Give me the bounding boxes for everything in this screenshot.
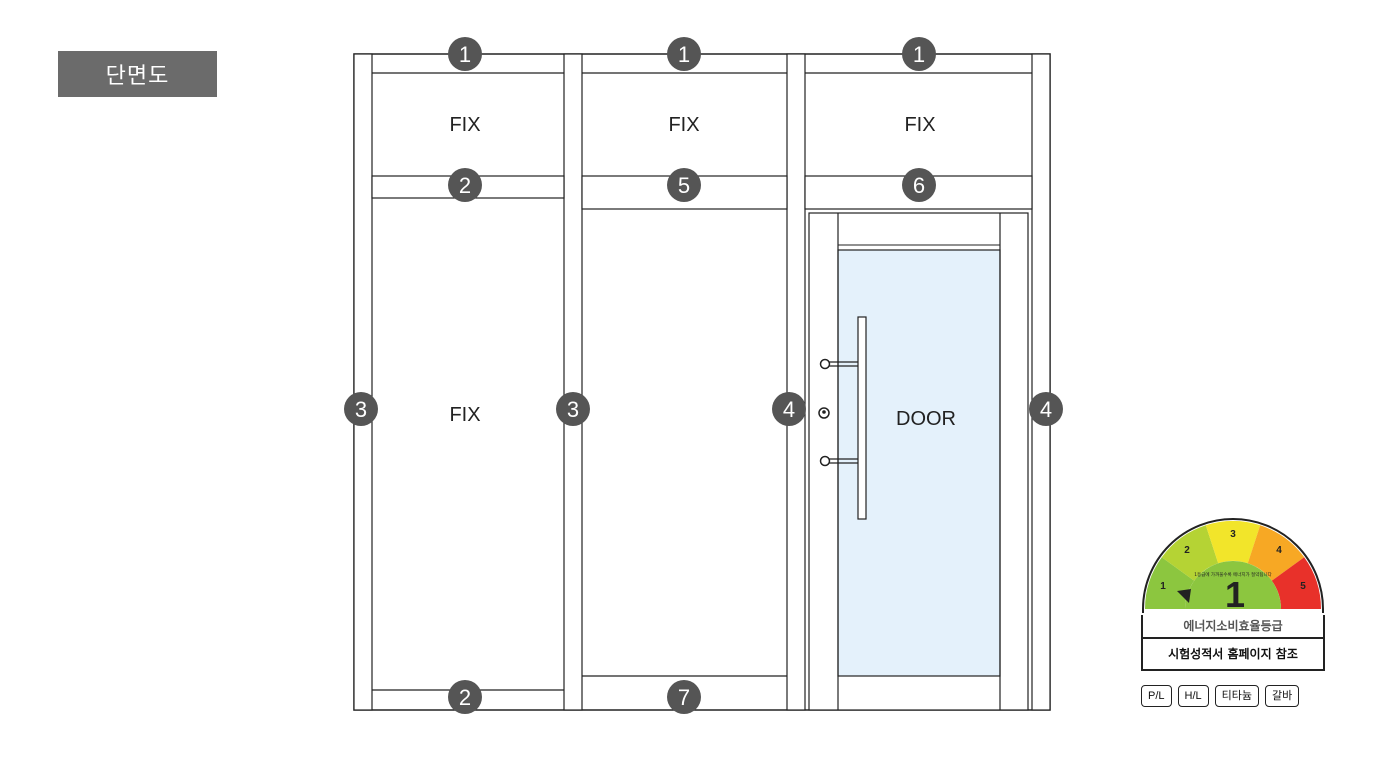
fix-label: FIX — [904, 114, 935, 136]
tag-galva: 갈바 — [1265, 685, 1300, 707]
marker: 7 — [678, 685, 690, 710]
grade-label: 4 — [1276, 545, 1282, 556]
energy-efficiency-badge: 1 2 3 4 5 1등급에 가까울수록 에너지가 절약됩니다 1 에너지소비효… — [1141, 517, 1325, 671]
tag-pl: P/L — [1141, 685, 1172, 707]
gauge-pointer-icon — [1177, 589, 1191, 603]
tag-hl: H/L — [1177, 685, 1209, 707]
marker: 5 — [678, 173, 690, 198]
marker: 2 — [459, 173, 471, 198]
marker: 3 — [567, 397, 579, 422]
door-label: DOOR — [896, 408, 956, 430]
energy-gauge-icon: 1 2 3 4 5 1등급에 가까울수록 에너지가 절약됩니다 1 — [1142, 518, 1324, 613]
tag-titanium: 티타늄 — [1214, 685, 1260, 707]
marker: 1 — [678, 42, 690, 67]
gauge-arc-text: 1등급에 가까울수록 에너지가 절약됩니다 — [1194, 571, 1272, 578]
marker: 6 — [913, 173, 925, 198]
fix-label: FIX — [668, 114, 699, 136]
fix-label-left: FIX — [449, 404, 480, 426]
current-grade: 1 — [1225, 574, 1245, 613]
fix-label: FIX — [449, 114, 480, 136]
energy-reference: 시험성적서 홈페이지 참조 — [1141, 637, 1325, 671]
marker: 1 — [913, 42, 925, 67]
marker: 2 — [459, 685, 471, 710]
handle-mount-bottom-icon — [819, 455, 831, 467]
grade-label: 5 — [1300, 581, 1306, 592]
grade-label: 1 — [1160, 581, 1166, 592]
grade-label: 2 — [1184, 545, 1190, 556]
handle-mount-top-icon — [819, 358, 831, 370]
material-tags: P/L H/L 티타늄 갈바 — [1141, 685, 1300, 707]
page-title: 단면도 — [58, 51, 217, 97]
energy-label: 에너지소비효율등급 — [1141, 615, 1325, 637]
marker: 4 — [1040, 397, 1052, 422]
grade-label: 3 — [1230, 529, 1236, 540]
marker: 4 — [783, 397, 795, 422]
marker: 3 — [355, 397, 367, 422]
marker: 1 — [459, 42, 471, 67]
